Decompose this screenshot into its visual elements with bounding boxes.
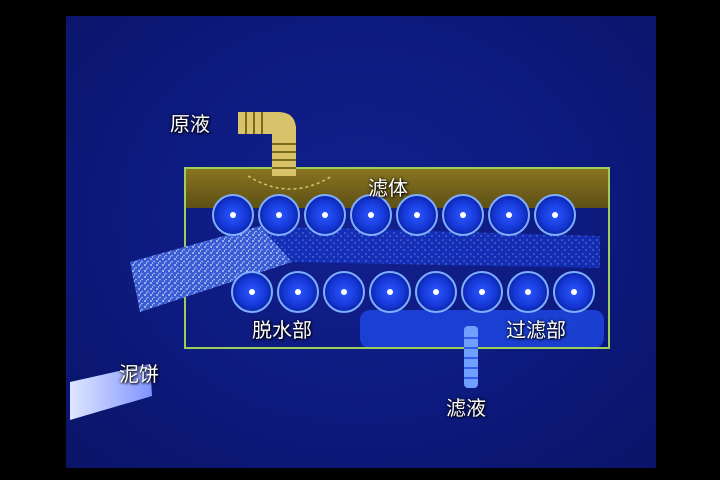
upper-roller: [488, 194, 530, 236]
dewatering-section-label: 脱水部: [252, 318, 312, 342]
lower-roller: [461, 271, 503, 313]
raw-liquid-pipe: [238, 112, 296, 176]
filtrate-label: 滤液: [446, 396, 486, 420]
filtrate-glow: [360, 310, 604, 348]
filtrate-pipe: [464, 326, 478, 388]
dewatered-belt: [130, 226, 292, 312]
upper-roller: [350, 194, 392, 236]
sludge-cake-discharge: [70, 364, 152, 420]
upper-roller: [534, 194, 576, 236]
upper-roller: [258, 194, 300, 236]
feed-spread: [247, 175, 333, 190]
raw-liquid-label: 原液: [170, 112, 210, 136]
lower-rollers: [231, 271, 595, 313]
filtering-section-label: 过滤部: [506, 318, 566, 342]
filter-body-label: 滤体: [368, 176, 408, 200]
lower-roller: [231, 271, 273, 313]
upper-roller: [396, 194, 438, 236]
sludge-cake-label: 泥饼: [119, 362, 159, 386]
upper-rollers: [212, 194, 576, 236]
lower-roller: [323, 271, 365, 313]
filter-belt: [260, 226, 600, 268]
upper-roller: [442, 194, 484, 236]
sludge-layer: [185, 168, 609, 208]
lower-roller: [369, 271, 411, 313]
lower-roller: [553, 271, 595, 313]
upper-roller: [304, 194, 346, 236]
upper-roller: [212, 194, 254, 236]
lower-roller: [277, 271, 319, 313]
lower-roller: [507, 271, 549, 313]
lower-roller: [415, 271, 457, 313]
